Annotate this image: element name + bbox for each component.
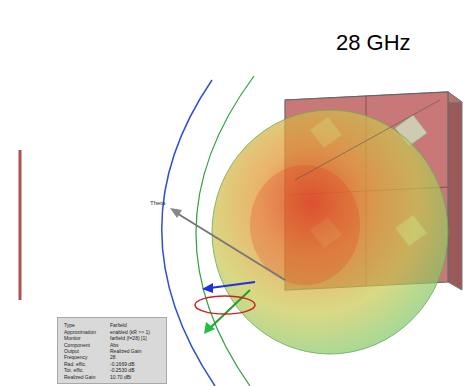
info-panel: TypeFarfieldApproximationenabled (kR >> … bbox=[57, 317, 167, 384]
info-cell: Output bbox=[64, 348, 110, 354]
radiation-pattern bbox=[212, 110, 448, 354]
pattern-core bbox=[250, 165, 360, 285]
axis-line bbox=[295, 100, 440, 180]
board-side bbox=[448, 92, 462, 290]
info-cell: Rad. effic. bbox=[64, 361, 110, 367]
info-cell: Tot. effic. bbox=[64, 367, 110, 373]
phi-ring bbox=[195, 296, 255, 314]
axis-line bbox=[210, 282, 255, 288]
axis-label: Theta bbox=[150, 200, 165, 206]
info-cell: Monitor bbox=[64, 335, 110, 341]
info-cell: Farfield bbox=[110, 322, 163, 328]
info-cell: enabled (kR >> 1) bbox=[110, 329, 163, 335]
info-cell: Realized Gain bbox=[64, 374, 110, 380]
panel-edge bbox=[19, 150, 22, 300]
info-cell: Type bbox=[64, 322, 110, 328]
info-cell: 10.70 dBi bbox=[110, 374, 163, 380]
theta-arc bbox=[162, 80, 215, 386]
info-cell: Realized Gain bbox=[110, 348, 163, 354]
info-cell: Component bbox=[64, 342, 110, 348]
axis-head bbox=[170, 208, 182, 218]
axis-head bbox=[204, 322, 215, 334]
axis-line bbox=[175, 212, 285, 280]
info-cell: farfield (f=28) [1] bbox=[110, 335, 163, 341]
info-cell: Abs bbox=[110, 342, 163, 348]
info-cell: Approximation bbox=[64, 329, 110, 335]
title: 28 GHz bbox=[336, 30, 411, 56]
info-cell: -0.1669 dB bbox=[110, 361, 163, 367]
axis-head bbox=[202, 283, 213, 293]
info-cell: Frequency bbox=[64, 354, 110, 360]
info-cell: 28 bbox=[110, 354, 163, 360]
info-cell: -0.2530 dB bbox=[110, 367, 163, 373]
